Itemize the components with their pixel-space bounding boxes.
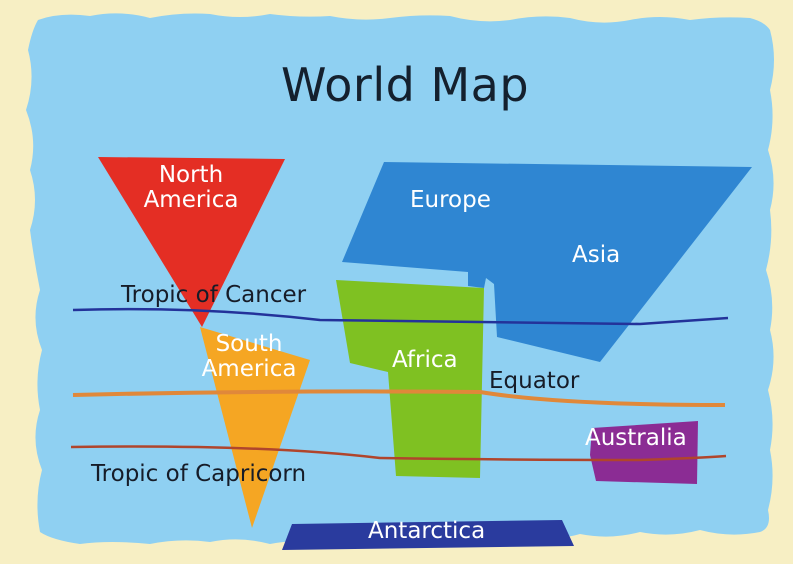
north-america-label: North America — [136, 162, 246, 214]
africa-label: Africa — [392, 347, 458, 373]
equator-label: Equator — [489, 368, 580, 394]
north-america-label-line1: North — [158, 162, 224, 188]
africa-shape — [336, 280, 484, 478]
australia-shape — [590, 421, 698, 484]
australia-label: Australia — [585, 425, 687, 451]
tropic-of-capricorn-label: Tropic of Capricorn — [91, 461, 307, 487]
ocean-background — [26, 13, 774, 546]
tropic-of-capricorn-line — [70, 445, 727, 462]
south-america-label-line2: America — [201, 356, 297, 383]
europe-label: Europe — [410, 187, 491, 213]
south-america-label-line1: South — [215, 331, 283, 357]
map-title: World Map — [281, 58, 530, 112]
south-america-label: South America — [193, 331, 305, 383]
south-america-shape — [200, 327, 310, 528]
north-america-label-line2: America — [143, 187, 239, 214]
asia-label: Asia — [572, 242, 621, 268]
north-america-shape — [98, 157, 285, 327]
tropic-of-cancer-label: Tropic of Cancer — [121, 282, 307, 308]
equator-line — [72, 389, 726, 407]
antarctica-label: Antarctica — [368, 518, 486, 544]
europe-asia-shape — [342, 162, 752, 362]
antarctica-shape — [282, 520, 574, 550]
tropic-of-cancer-line — [72, 307, 729, 326]
